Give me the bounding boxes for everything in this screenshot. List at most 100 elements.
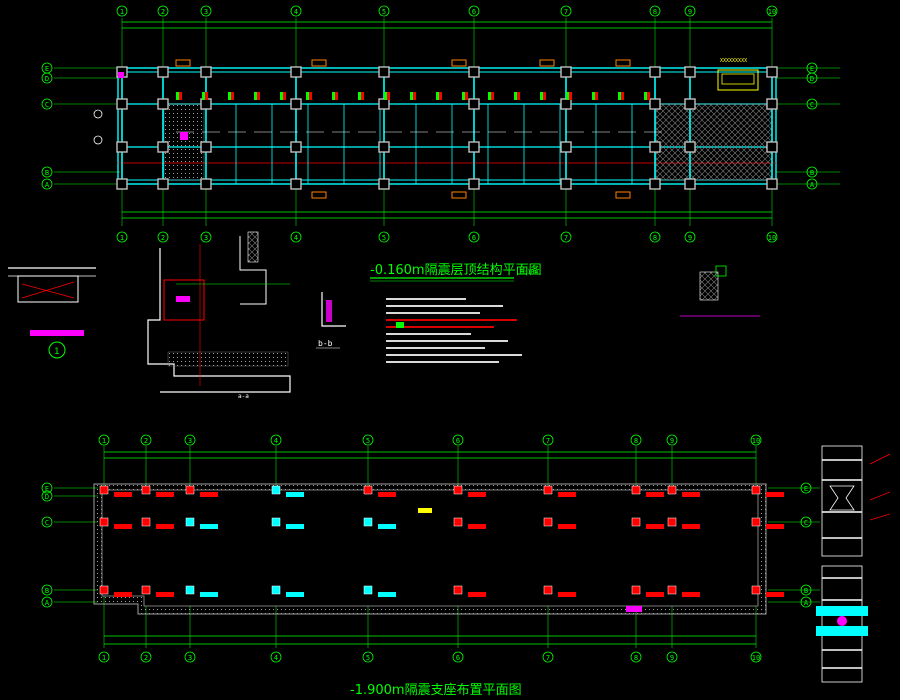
column — [116, 141, 128, 153]
bottom-grid-label-bottom: 5 — [366, 654, 370, 662]
isolation-bearing — [141, 585, 151, 595]
top-grid-label-bottom: 10 — [768, 234, 776, 242]
column — [290, 141, 302, 153]
column — [157, 98, 169, 110]
row-axis-right: B — [810, 169, 814, 177]
column — [560, 141, 572, 153]
isolation-bearing — [453, 517, 463, 527]
column — [468, 66, 480, 78]
bearing-tag — [646, 592, 664, 597]
column — [200, 178, 212, 190]
isolation-bearing — [543, 517, 553, 527]
bearing-tag-special — [626, 606, 642, 612]
isolation-bearing — [543, 485, 553, 495]
isolation-bearing — [453, 485, 463, 495]
section-a-a: a-a — [147, 231, 291, 400]
column — [200, 66, 212, 78]
bearing-tag — [682, 524, 700, 529]
isolation-bearing — [363, 485, 373, 495]
column — [649, 98, 661, 110]
isolation-bearing — [751, 485, 761, 495]
column — [560, 178, 572, 190]
column — [157, 178, 169, 190]
column — [684, 66, 696, 78]
top-grid-label: 6 — [472, 8, 476, 16]
isolation-bearing — [751, 517, 761, 527]
top-grid-label-bottom: 6 — [472, 234, 476, 242]
isolation-bearing — [271, 485, 281, 495]
bottom-grid-label-bottom: 1 — [102, 654, 106, 662]
row-axis-right: A — [804, 599, 809, 607]
top-grid-label-bottom: 7 — [564, 234, 568, 242]
column — [378, 66, 390, 78]
bottom-grid-label-bottom: 4 — [274, 654, 278, 662]
bottom-grid-label: 6 — [456, 437, 460, 445]
isolation-bearing — [667, 517, 677, 527]
section-bb-label: b-b — [318, 339, 333, 348]
column — [684, 178, 696, 190]
bearing-tag — [682, 592, 700, 597]
isolation-bearing — [631, 517, 641, 527]
right-detail — [680, 265, 760, 317]
isolation-bearing — [271, 517, 281, 527]
bearing-tag — [682, 492, 700, 497]
row-axis-left: E — [45, 65, 49, 73]
bearing-tag — [468, 592, 486, 597]
bottom-grid-label: 8 — [634, 437, 638, 445]
column — [290, 178, 302, 190]
column — [766, 141, 778, 153]
isolation-bearing — [99, 485, 109, 495]
column — [290, 98, 302, 110]
column — [766, 178, 778, 190]
column — [116, 98, 128, 110]
bottom-grid-label: 4 — [274, 437, 278, 445]
plan-scale: 1:100 — [520, 269, 538, 276]
bearing-tag — [286, 524, 304, 529]
column — [378, 178, 390, 190]
bottom-grid-label-bottom: 6 — [456, 654, 460, 662]
row-axis-left: C — [45, 101, 49, 109]
bearing-tag — [114, 492, 132, 497]
svg-text:XXXXXXXXX: XXXXXXXXX — [720, 58, 747, 64]
row-axis-right: D — [810, 75, 814, 83]
column — [290, 66, 302, 78]
top-grid-label-bottom: 4 — [294, 234, 298, 242]
top-grid-label: 1 — [120, 8, 124, 16]
bearing-tag — [558, 592, 576, 597]
bearing-elevation — [816, 445, 891, 683]
bearing-tag-special — [418, 508, 432, 513]
top-grid-label: 2 — [161, 8, 165, 16]
bearing-tag — [378, 524, 396, 529]
isolation-bearing — [185, 517, 195, 527]
isolation-bearing — [271, 585, 281, 595]
top-grid-label-bottom: 2 — [161, 234, 165, 242]
isolation-bearing — [185, 485, 195, 495]
isolation-bearing — [141, 517, 151, 527]
bearing-tag — [378, 592, 396, 597]
top-plan-title: -0.160m隔震层顶结构平面图 — [370, 263, 542, 278]
detail-1: 1 — [8, 267, 96, 359]
column — [468, 178, 480, 190]
isolation-bearing — [363, 585, 373, 595]
bearing-tag — [468, 492, 486, 497]
column — [560, 98, 572, 110]
bearing-tag — [156, 492, 174, 497]
top-grid-label: 10 — [768, 8, 776, 16]
column — [200, 98, 212, 110]
column — [766, 98, 778, 110]
top-grid-label: 8 — [653, 8, 657, 16]
bearing-tag — [156, 524, 174, 529]
bottom-grid-label-bottom: 3 — [188, 654, 192, 662]
bearing-tag — [558, 524, 576, 529]
bearing-tag — [766, 492, 784, 497]
section-b-b: b-b — [316, 292, 346, 349]
row-axis-right: E — [804, 485, 808, 493]
bottom-grid-label: 9 — [670, 437, 674, 445]
isolation-bearing — [543, 585, 553, 595]
bottom-grid-label: 7 — [546, 437, 550, 445]
bottom-grid-label: 2 — [144, 437, 148, 445]
isolation-bearing — [453, 585, 463, 595]
row-axis-right: E — [810, 65, 814, 73]
isolation-bearing — [141, 485, 151, 495]
